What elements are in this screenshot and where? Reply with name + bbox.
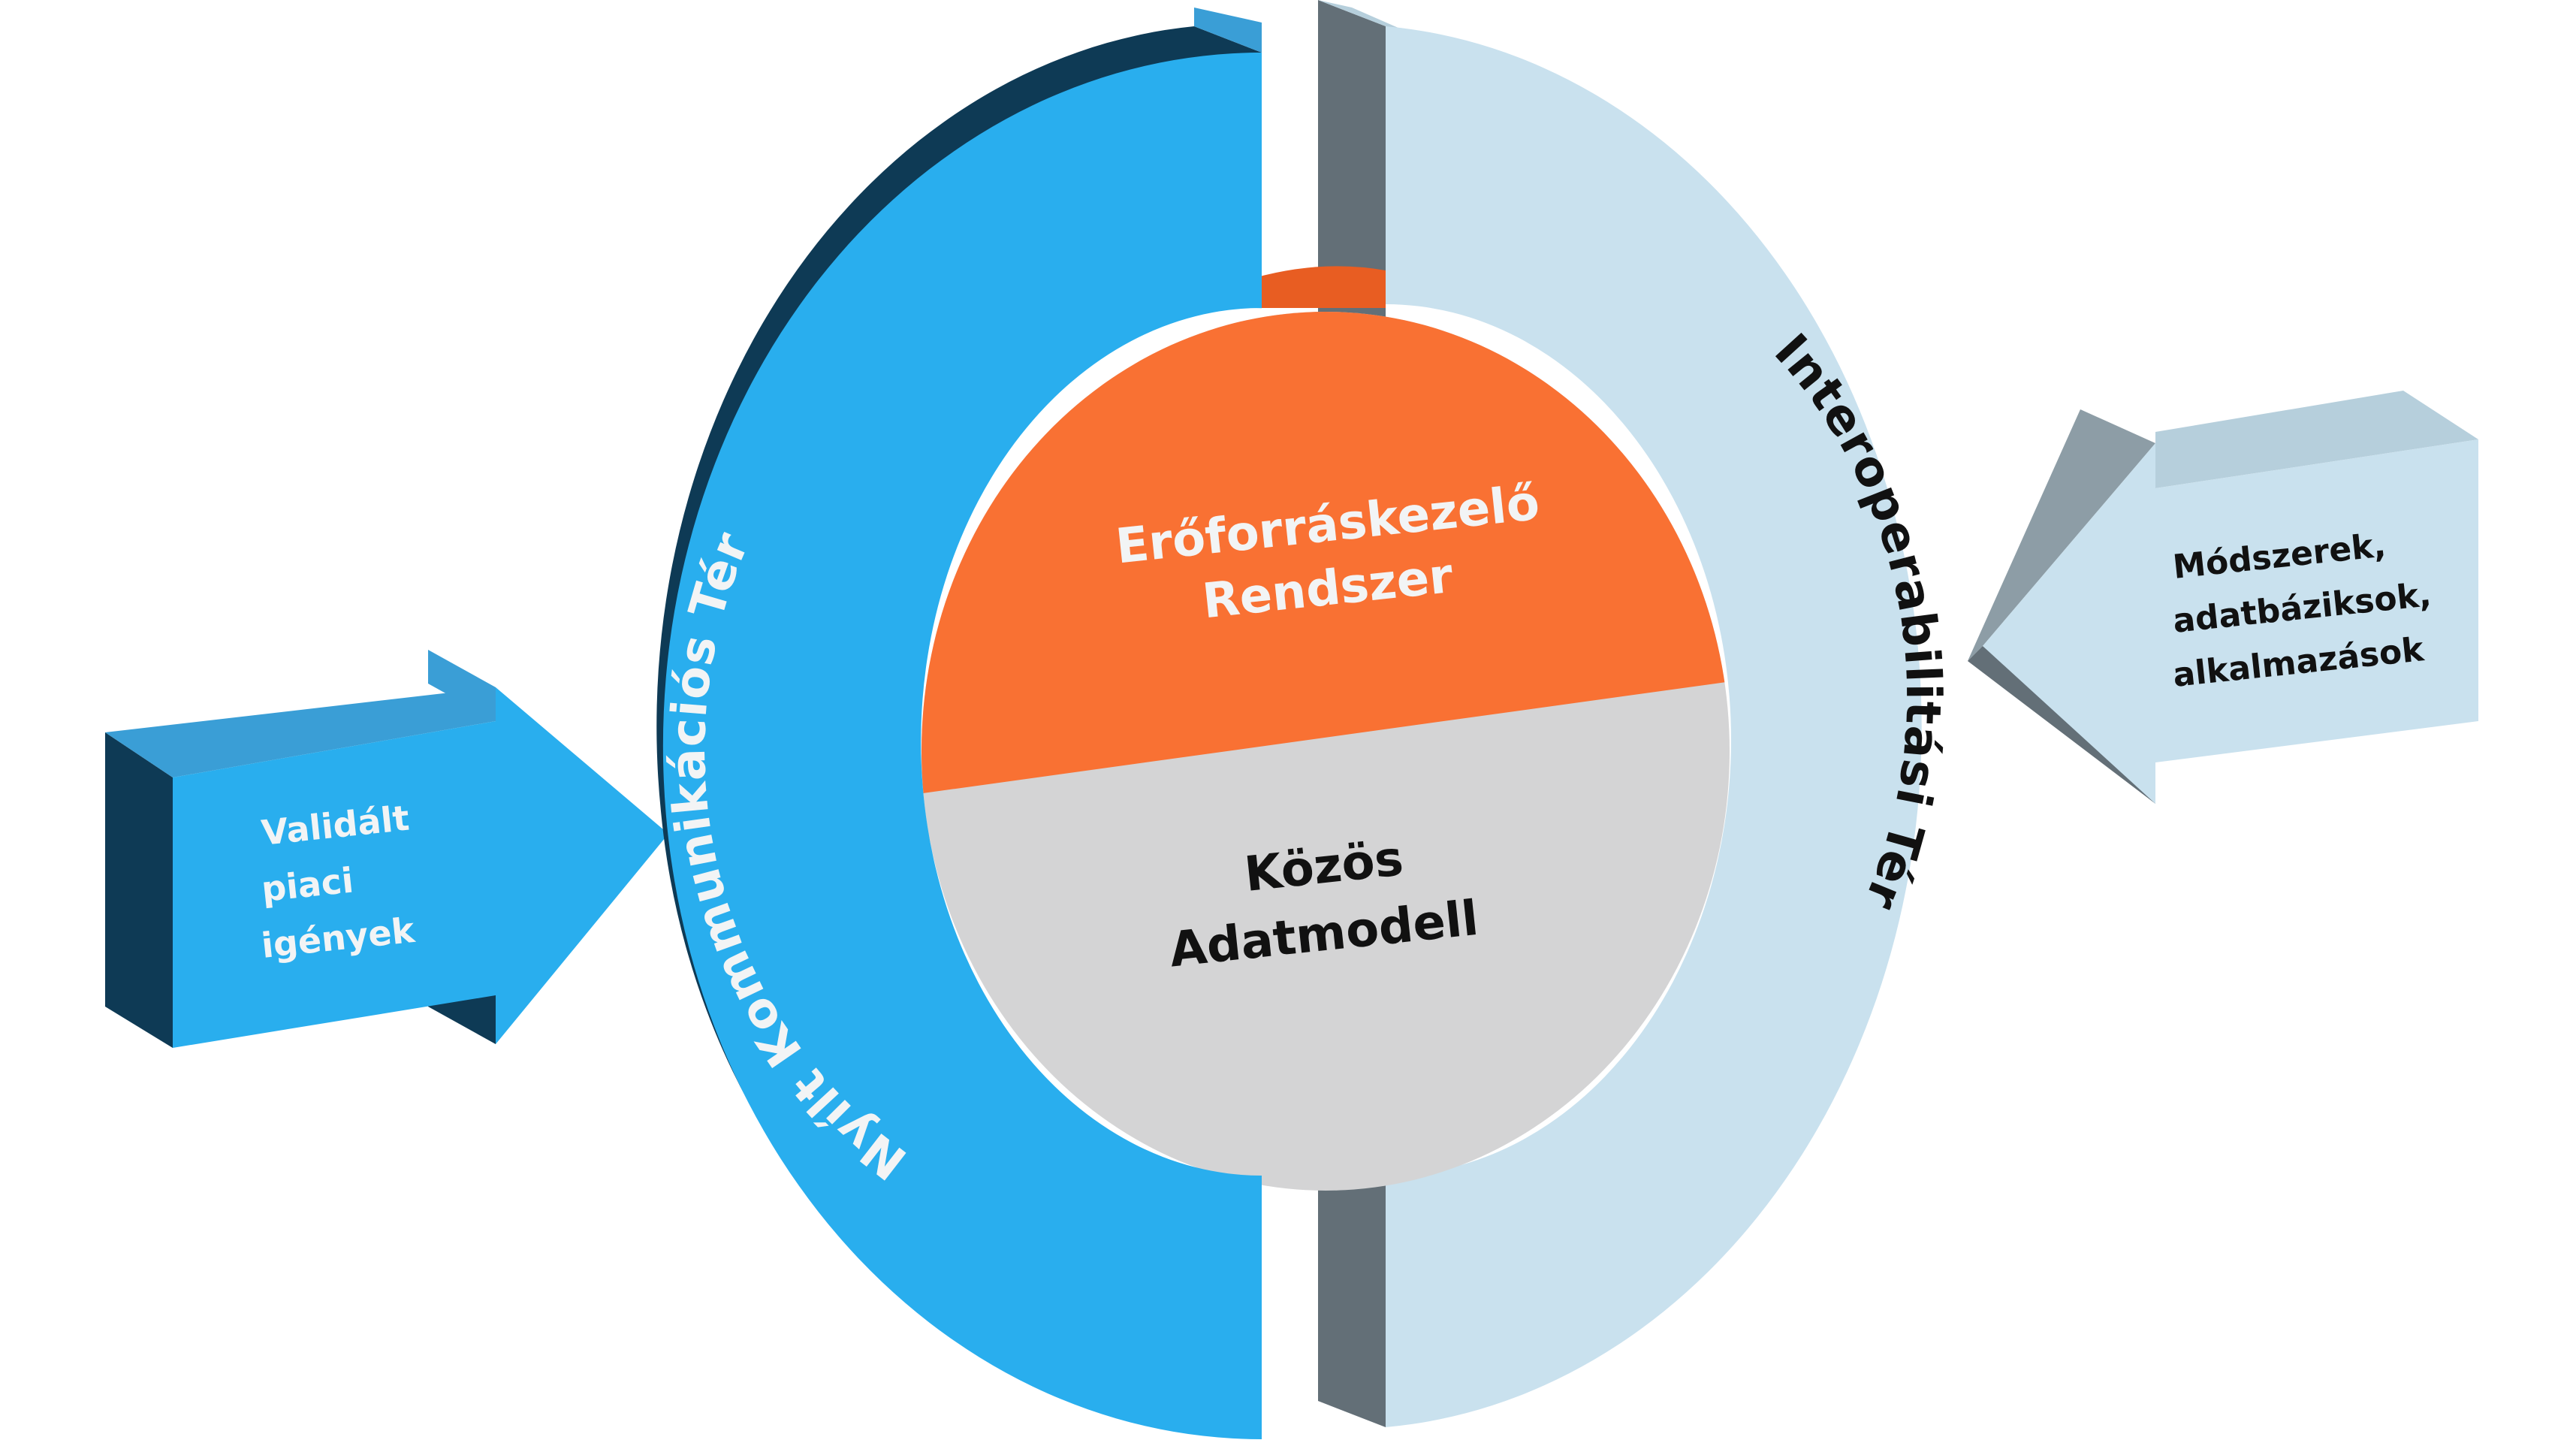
right-ring-top [1318, 0, 1412, 34]
right-arrow-face [1983, 439, 2478, 804]
left-arrow-face [173, 687, 668, 1048]
disc-top-lip [1254, 266, 1386, 308]
left-arrow-top [105, 687, 496, 777]
right-input-arrow: Módszerek, adatbáziksok, alkalmazások [1968, 391, 2478, 804]
right-arrow-top [2155, 391, 2478, 488]
right-arrow-side-lower [1968, 646, 2155, 804]
left-arrow-label-2: piaci [260, 859, 356, 910]
left-arrow-head-top [428, 650, 496, 721]
left-ring-face [662, 53, 1262, 1439]
right-ring-face [1386, 26, 1922, 1427]
left-ring-top [1194, 8, 1262, 53]
left-arrow-side [105, 732, 173, 1048]
right-arrow-side [1968, 409, 2155, 661]
left-input-arrow: Validált piaci igények [105, 650, 668, 1048]
